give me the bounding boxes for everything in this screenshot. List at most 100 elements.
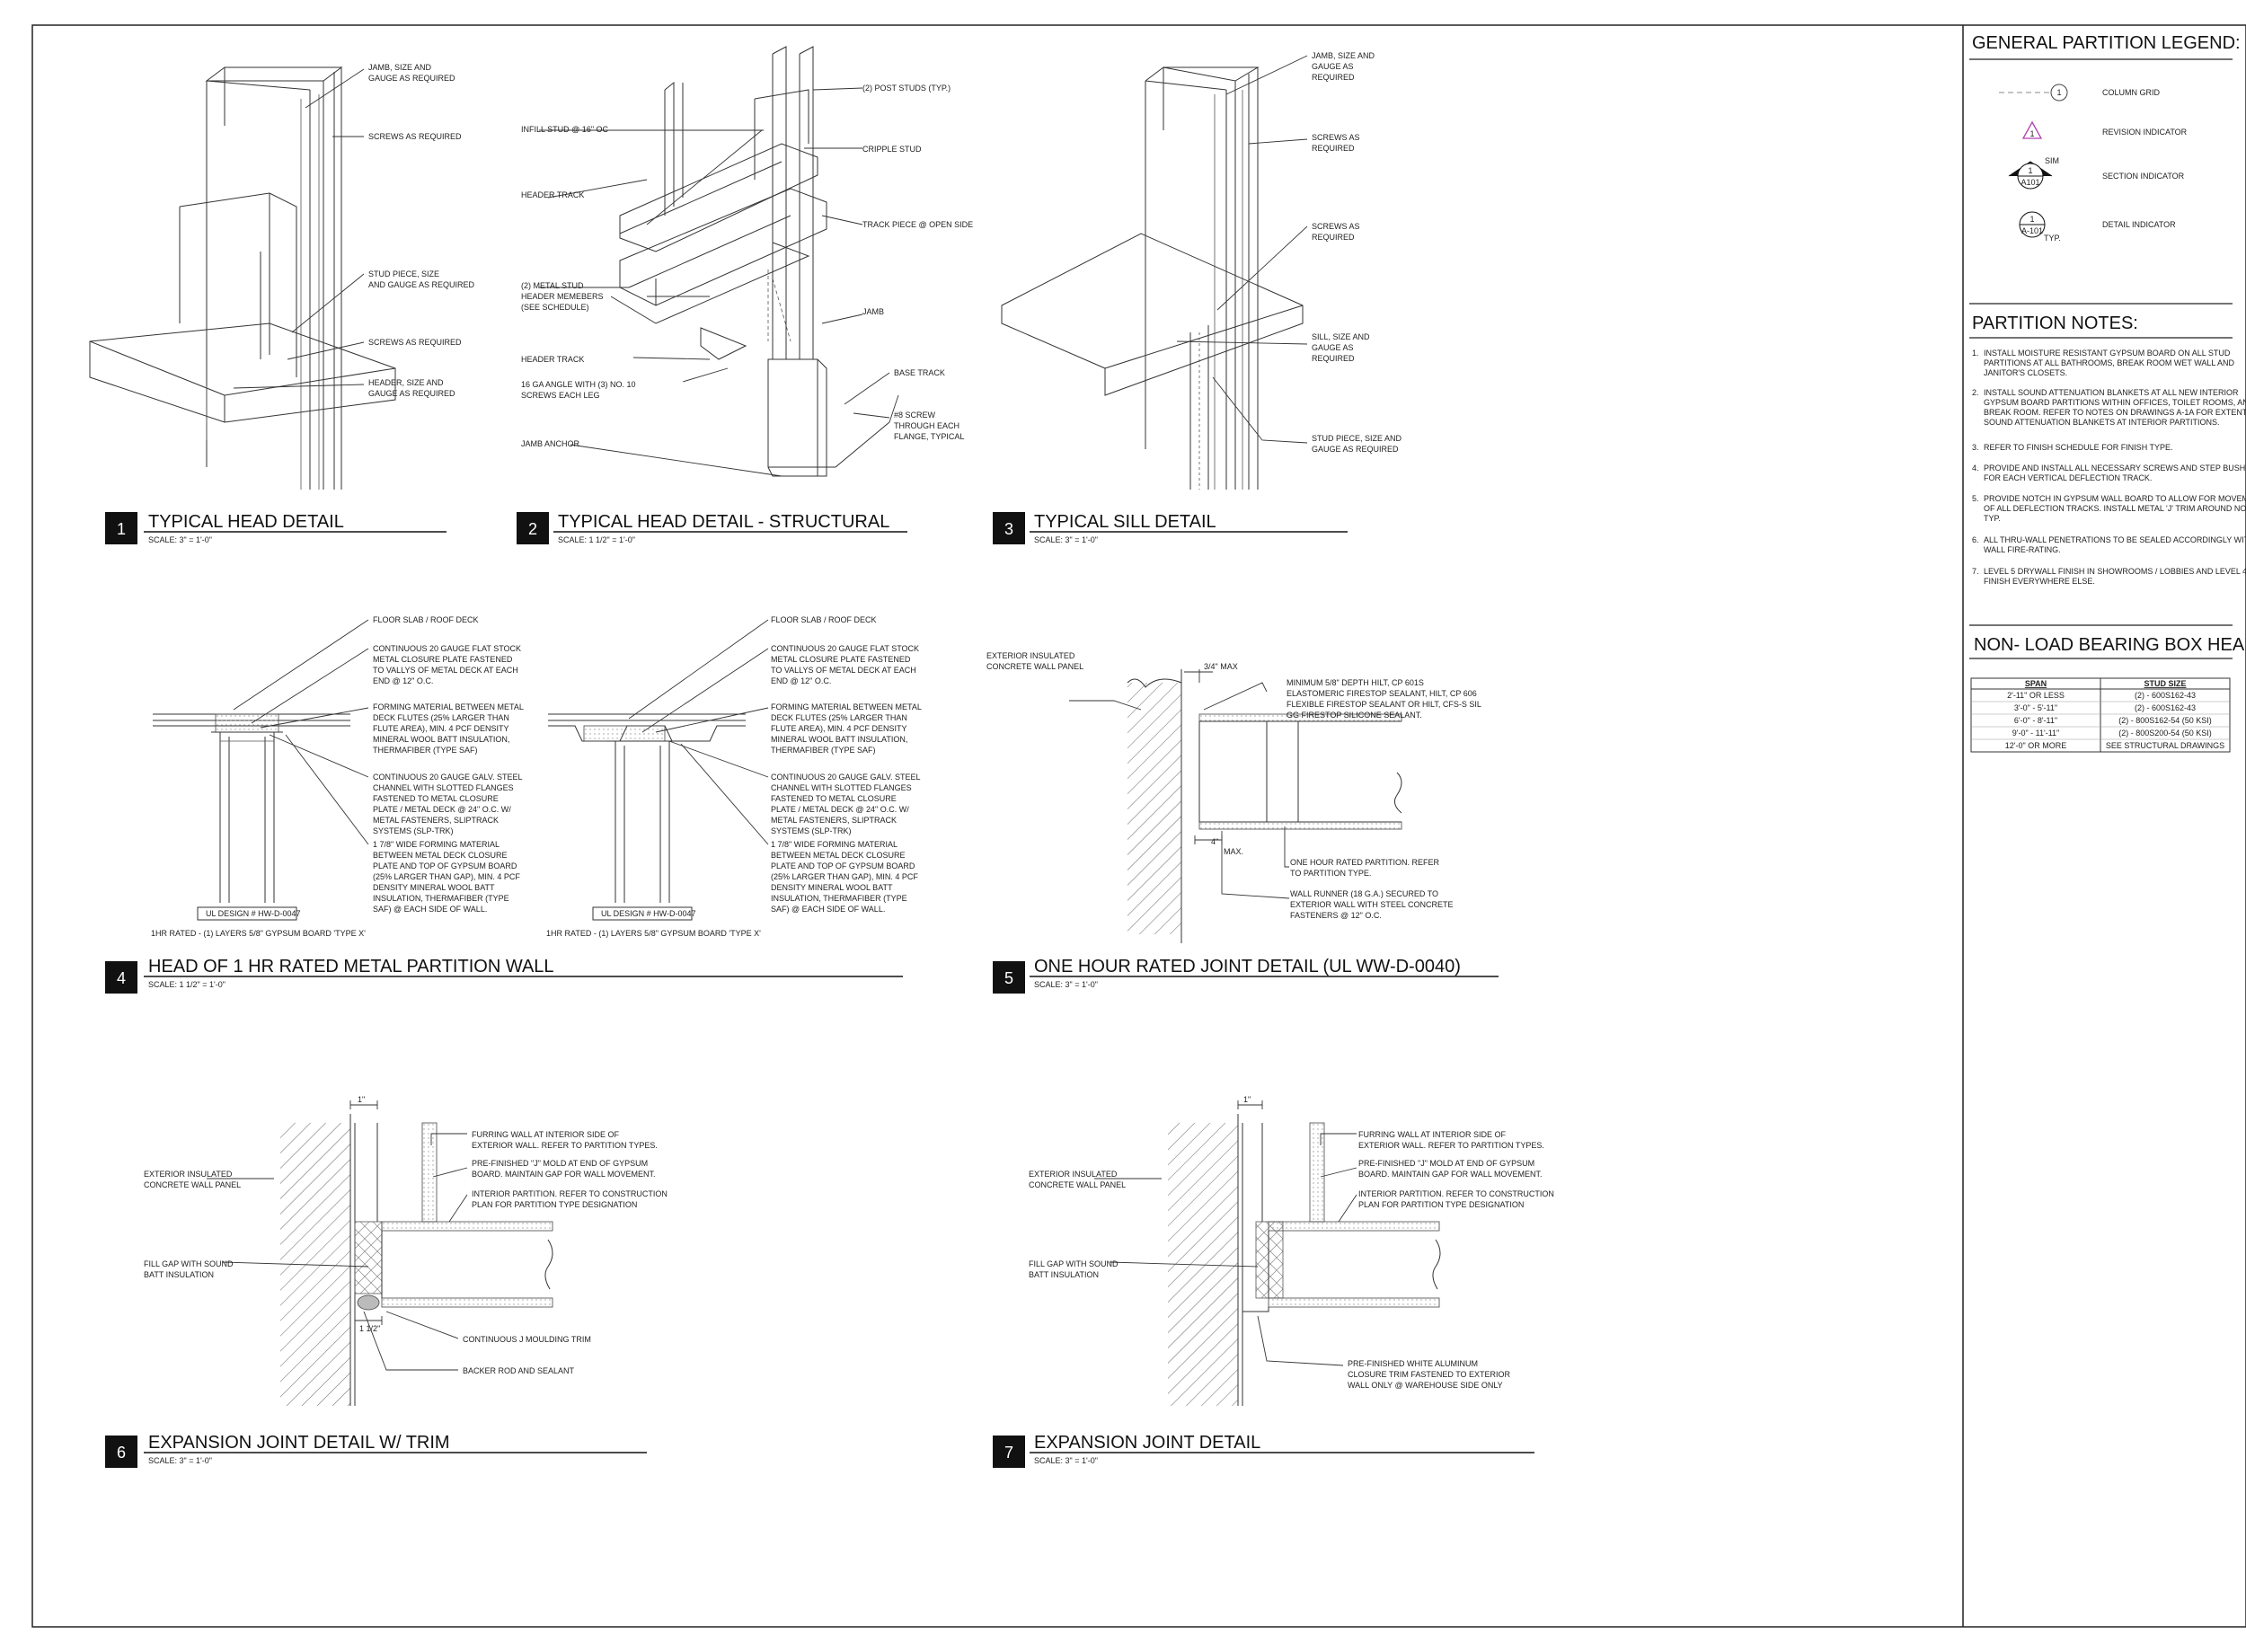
svg-text:HEADER TRACK: HEADER TRACK xyxy=(521,190,584,199)
svg-text:REQUIRED: REQUIRED xyxy=(1312,144,1355,153)
detail-6-notes: 1" EXTERIOR INSULATED CONCRETE WALL PANE… xyxy=(144,1095,668,1375)
svg-text:INFILL STUD @ 16" OC: INFILL STUD @ 16" OC xyxy=(521,125,609,134)
svg-text:3.: 3. xyxy=(1972,443,1979,452)
detail-title-2: 2 TYPICAL HEAD DETAIL - STRUCTURAL SCALE… xyxy=(517,512,907,544)
svg-text:1 7/8" WIDE FORMING MATERIAL: 1 7/8" WIDE FORMING MATERIAL xyxy=(373,840,500,849)
svg-text:TO VALLYS OF METAL DECK AT EAC: TO VALLYS OF METAL DECK AT EACH xyxy=(771,666,916,675)
svg-text:4: 4 xyxy=(117,969,126,987)
svg-text:THERMAFIBER (TYPE SAF): THERMAFIBER (TYPE SAF) xyxy=(373,746,478,755)
svg-text:CHANNEL WITH SLOTTED FLANGES: CHANNEL WITH SLOTTED FLANGES xyxy=(771,783,912,792)
svg-text:ONE HOUR RATED JOINT DETAIL (U: ONE HOUR RATED JOINT DETAIL (UL WW-D-004… xyxy=(1034,957,1461,976)
svg-text:CONTINUOUS 20 GAUGE GALV. STEE: CONTINUOUS 20 GAUGE GALV. STEEL xyxy=(771,773,921,782)
svg-text:TO PARTITION TYPE.: TO PARTITION TYPE. xyxy=(1290,869,1371,878)
svg-text:A-101: A-101 xyxy=(2021,226,2043,235)
svg-text:PRE-FINISHED WHITE ALUMINUM: PRE-FINISHED WHITE ALUMINUM xyxy=(1348,1359,1478,1368)
svg-text:5.: 5. xyxy=(1972,494,1979,503)
svg-text:FLUTE AREA), MIN. 4 PCF DENSIT: FLUTE AREA), MIN. 4 PCF DENSITY xyxy=(373,724,509,733)
svg-text:STUD PIECE, SIZE AND: STUD PIECE, SIZE AND xyxy=(1312,434,1402,443)
svg-text:SCALE: 3" = 1'-0": SCALE: 3" = 1'-0" xyxy=(1034,1456,1098,1465)
svg-text:SAF) @ EACH SIDE OF WALL.: SAF) @ EACH SIDE OF WALL. xyxy=(771,905,885,914)
svg-text:PLATE AND TOP OF GYPSUM BOARD: PLATE AND TOP OF GYPSUM BOARD xyxy=(373,861,517,870)
svg-text:1: 1 xyxy=(2028,166,2032,175)
svg-text:GAUGE AS: GAUGE AS xyxy=(1312,343,1354,352)
svg-text:DENSITY MINERAL WOOL BATT: DENSITY MINERAL WOOL BATT xyxy=(771,883,893,892)
svg-text:GG FIRESTOP SILICONE SEALANT.: GG FIRESTOP SILICONE SEALANT. xyxy=(1287,711,1422,720)
svg-text:FLANGE, TYPICAL: FLANGE, TYPICAL xyxy=(894,432,964,441)
detail-6-drawing xyxy=(207,1100,553,1406)
detail-3-drawing xyxy=(1001,55,1308,490)
svg-text:FLOOR SLAB / ROOF DECK: FLOOR SLAB / ROOF DECK xyxy=(771,615,877,624)
svg-text:INTERIOR PARTITION. REFER TO C: INTERIOR PARTITION. REFER TO CONSTRUCTIO… xyxy=(472,1189,668,1198)
box-headers-title: NON- LOAD BEARING BOX HEADERS xyxy=(1974,635,2246,655)
svg-text:1": 1" xyxy=(1243,1095,1251,1104)
detail-1-drawing xyxy=(89,66,396,490)
svg-text:REQUIRED: REQUIRED xyxy=(1312,73,1355,82)
svg-text:FLOOR SLAB / ROOF DECK: FLOOR SLAB / ROOF DECK xyxy=(373,615,479,624)
svg-text:SAF) @ EACH SIDE OF WALL.: SAF) @ EACH SIDE OF WALL. xyxy=(373,905,487,914)
svg-text:1: 1 xyxy=(2029,215,2034,224)
detail-title-6: 6 EXPANSION JOINT DETAIL W/ TRIM SCALE: … xyxy=(105,1433,647,1468)
svg-text:A101: A101 xyxy=(2021,178,2039,187)
detail-4-notes: FLOOR SLAB / ROOF DECK CONTINUOUS 20 GAU… xyxy=(373,615,922,914)
svg-text:INSULATION, THERMAFIBER (TYPE: INSULATION, THERMAFIBER (TYPE xyxy=(373,894,509,903)
detail-1-notes: JAMB, SIZE AND GAUGE AS REQUIRED SCREWS … xyxy=(368,63,475,398)
svg-text:HEAD OF 1 HR RATED METAL PARTI: HEAD OF 1 HR RATED METAL PARTITION WALL xyxy=(148,957,554,976)
svg-text:MAX.: MAX. xyxy=(1224,847,1243,856)
svg-text:PRE-FINISHED "J" MOLD AT END O: PRE-FINISHED "J" MOLD AT END OF GYPSUM xyxy=(1358,1159,1534,1168)
legend-label-column-grid: COLUMN GRID xyxy=(2102,88,2161,97)
svg-text:2.: 2. xyxy=(1972,388,1979,397)
svg-text:FILL GAP WITH SOUND: FILL GAP WITH SOUND xyxy=(1029,1259,1119,1268)
svg-text:TYPICAL SILL DETAIL: TYPICAL SILL DETAIL xyxy=(1034,512,1216,532)
svg-text:6.: 6. xyxy=(1972,535,1979,544)
svg-text:INSTALL SOUND ATTENUATION BLAN: INSTALL SOUND ATTENUATION BLANKETS AT AL… xyxy=(1984,388,2239,397)
svg-text:SCALE: 1 1/2" = 1'-0": SCALE: 1 1/2" = 1'-0" xyxy=(558,535,635,544)
rated-left: 1HR RATED - (1) LAYERS 5/8" GYPSUM BOARD… xyxy=(151,929,366,938)
svg-text:BREAK ROOM. REFER TO NOTES ON: BREAK ROOM. REFER TO NOTES ON DRAWINGS A… xyxy=(1984,408,2246,417)
table-cell: 9'-0" - 11'-11" xyxy=(2012,729,2060,738)
svg-text:WALL RUNNER (18 G.A.) SECURED: WALL RUNNER (18 G.A.) SECURED TO xyxy=(1290,889,1438,898)
revision-triangle-icon: 1 xyxy=(2021,120,2043,139)
svg-text:SCALE: 3" = 1'-0": SCALE: 3" = 1'-0" xyxy=(1034,980,1098,989)
svg-text:2: 2 xyxy=(528,520,537,538)
detail-title-1: 1 TYPICAL HEAD DETAIL SCALE: 3" = 1'-0" xyxy=(105,512,447,544)
svg-text:CONTINUOUS 20 GAUGE FLAT STOCK: CONTINUOUS 20 GAUGE FLAT STOCK xyxy=(771,644,919,653)
svg-text:FINISH EVERYWHERE ELSE.: FINISH EVERYWHERE ELSE. xyxy=(1984,577,2095,586)
svg-text:END @ 12" O.C.: END @ 12" O.C. xyxy=(373,676,433,685)
svg-text:AND GAUGE AS REQUIRED: AND GAUGE AS REQUIRED xyxy=(368,280,475,289)
svg-text:WALL FIRE-RATING.: WALL FIRE-RATING. xyxy=(1984,545,2061,554)
svg-text:PARTITIONS AT ALL BATHROOMS, B: PARTITIONS AT ALL BATHROOMS, BREAK ROOM … xyxy=(1984,358,2235,367)
svg-text:METAL CLOSURE PLATE FASTENED: METAL CLOSURE PLATE FASTENED xyxy=(373,655,513,664)
svg-text:FILL GAP WITH SOUND: FILL GAP WITH SOUND xyxy=(144,1259,234,1268)
detail-2-notes: (2) POST STUDS (TYP.) INFILL STUD @ 16" … xyxy=(521,84,973,448)
svg-text:EXTERIOR INSULATED: EXTERIOR INSULATED xyxy=(144,1170,233,1179)
svg-text:REFER TO FINISH SCHEDULE FOR F: REFER TO FINISH SCHEDULE FOR FINISH TYPE… xyxy=(1984,443,2173,452)
svg-text:STUD PIECE, SIZE: STUD PIECE, SIZE xyxy=(368,269,439,278)
svg-text:BACKER ROD AND SEALANT: BACKER ROD AND SEALANT xyxy=(463,1366,575,1375)
svg-text:JAMB, SIZE AND: JAMB, SIZE AND xyxy=(368,63,432,72)
svg-text:GAUGE AS REQUIRED: GAUGE AS REQUIRED xyxy=(368,389,455,398)
svg-text:FASTENED TO METAL CLOSURE: FASTENED TO METAL CLOSURE xyxy=(373,794,499,803)
svg-text:TRACK PIECE @ OPEN SIDE: TRACK PIECE @ OPEN SIDE xyxy=(862,220,973,229)
svg-text:ALL THRU-WALL PENETRATIONS TO: ALL THRU-WALL PENETRATIONS TO BE SEALED … xyxy=(1984,535,2246,544)
ul-design-left: UL DESIGN # HW-D-0047 xyxy=(206,909,301,918)
svg-text:METAL CLOSURE PLATE FASTENED: METAL CLOSURE PLATE FASTENED xyxy=(771,655,911,664)
svg-text:1": 1" xyxy=(358,1095,365,1104)
svg-text:EXPANSION JOINT DETAIL W/ TRIM: EXPANSION JOINT DETAIL W/ TRIM xyxy=(148,1433,450,1453)
detail-7-drawing xyxy=(1094,1100,1441,1406)
svg-text:PLAN FOR PARTITION TYPE DESIGN: PLAN FOR PARTITION TYPE DESIGNATION xyxy=(1358,1200,1524,1209)
svg-text:1 7/8" WIDE FORMING MATERIAL: 1 7/8" WIDE FORMING MATERIAL xyxy=(771,840,898,849)
svg-text:INSULATION, THERMAFIBER (TYPE: INSULATION, THERMAFIBER (TYPE xyxy=(771,894,907,903)
svg-text:GAUGE AS REQUIRED: GAUGE AS REQUIRED xyxy=(368,74,455,83)
svg-text:GYPSUM BOARD PARTITIONS WITHIN: GYPSUM BOARD PARTITIONS WITHIN OFFICES, … xyxy=(1984,398,2246,407)
svg-text:7: 7 xyxy=(1004,1444,1013,1462)
svg-text:4.: 4. xyxy=(1972,464,1979,473)
svg-text:EXTERIOR INSULATED: EXTERIOR INSULATED xyxy=(986,651,1075,660)
svg-text:BATT INSULATION: BATT INSULATION xyxy=(144,1270,214,1279)
svg-text:#8 SCREW: #8 SCREW xyxy=(894,411,936,420)
svg-text:SCALE: 3" = 1'-0": SCALE: 3" = 1'-0" xyxy=(148,1456,212,1465)
svg-text:3: 3 xyxy=(1004,520,1013,538)
legend-label-section: SECTION INDICATOR xyxy=(2102,172,2185,181)
table-cell: 2'-11" OR LESS xyxy=(2007,691,2065,700)
svg-text:SYSTEMS (SLP-TRK): SYSTEMS (SLP-TRK) xyxy=(771,826,852,835)
table-cell: 6'-0" - 8'-11" xyxy=(2014,716,2057,725)
